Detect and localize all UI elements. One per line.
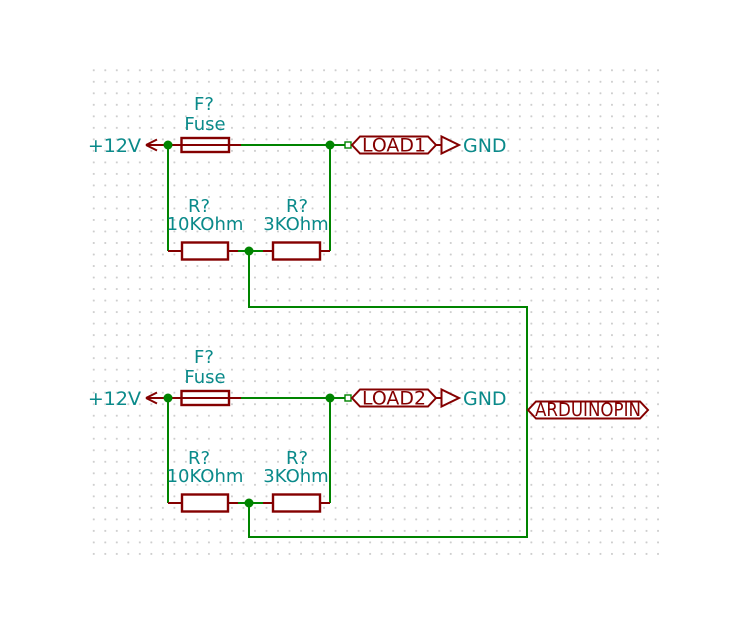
wire-end-marker bbox=[344, 394, 352, 402]
junction-dot bbox=[163, 140, 173, 150]
junction-dot bbox=[163, 393, 173, 403]
gnd-arrow-icon bbox=[440, 134, 462, 156]
power-label-bottom[interactable]: +12V bbox=[88, 388, 167, 410]
resistor-ref: R? bbox=[188, 196, 210, 217]
resistor-body bbox=[180, 493, 230, 513]
fuse-bottom[interactable]: F? Fuse bbox=[168, 347, 241, 407]
wire-segment bbox=[248, 251, 528, 538]
resistor-body bbox=[180, 241, 230, 261]
load1-label-text: LOAD1 bbox=[362, 135, 426, 157]
resistor-3k-bottom[interactable]: R? 3KOhm bbox=[263, 448, 329, 513]
gnd-label-text: GND bbox=[463, 388, 507, 410]
resistor-3k-top[interactable]: R? 3KOhm bbox=[263, 196, 329, 261]
fuse-ref: F? bbox=[194, 94, 214, 115]
resistor-ref: R? bbox=[188, 448, 210, 469]
gnd-arrow-icon bbox=[440, 387, 462, 409]
arduinopin-label-text: ARDUINOPIN bbox=[535, 399, 641, 421]
power-label-top[interactable]: +12V bbox=[88, 135, 167, 157]
global-label-load2[interactable]: LOAD2 bbox=[350, 388, 438, 410]
global-label-load1[interactable]: LOAD1 bbox=[350, 135, 438, 157]
junction-dot bbox=[325, 140, 335, 150]
wire-end-marker bbox=[344, 141, 352, 149]
circuit-top: +12V F? Fuse LOAD1 GND bbox=[88, 94, 507, 261]
fuse-value: Fuse bbox=[184, 367, 225, 388]
resistor-10k-bottom[interactable]: R? 10KOhm bbox=[167, 448, 244, 513]
resistor-value: 10KOhm bbox=[167, 214, 244, 235]
fuse-top[interactable]: F? Fuse bbox=[168, 94, 241, 154]
circuit-bottom: +12V F? Fuse LOAD2 GND bbox=[88, 347, 507, 513]
resistor-ref: R? bbox=[286, 448, 308, 469]
resistor-body bbox=[271, 241, 322, 261]
gnd-label-bottom[interactable]: GND bbox=[436, 387, 507, 410]
resistor-value: 3KOhm bbox=[263, 214, 328, 235]
resistor-body bbox=[271, 493, 322, 513]
junction-dot bbox=[244, 246, 254, 256]
gnd-label-text: GND bbox=[463, 135, 507, 157]
junction-dot bbox=[325, 393, 335, 403]
fuse-ref: F? bbox=[194, 347, 214, 368]
resistor-ref: R? bbox=[286, 196, 308, 217]
power-label-text: +12V bbox=[88, 388, 141, 410]
junction-dot bbox=[244, 498, 254, 508]
gnd-label-top[interactable]: GND bbox=[436, 134, 507, 157]
resistor-value: 3KOhm bbox=[263, 466, 328, 487]
net-wire-arduinopin[interactable] bbox=[248, 251, 528, 538]
global-label-arduinopin[interactable]: ARDUINOPIN bbox=[526, 399, 650, 421]
load2-label-text: LOAD2 bbox=[362, 388, 426, 410]
fuse-value: Fuse bbox=[184, 114, 225, 135]
resistor-value: 10KOhm bbox=[167, 466, 244, 487]
power-label-text: +12V bbox=[88, 135, 141, 157]
label-hexagon bbox=[526, 400, 650, 420]
resistor-10k-top[interactable]: R? 10KOhm bbox=[167, 196, 244, 261]
